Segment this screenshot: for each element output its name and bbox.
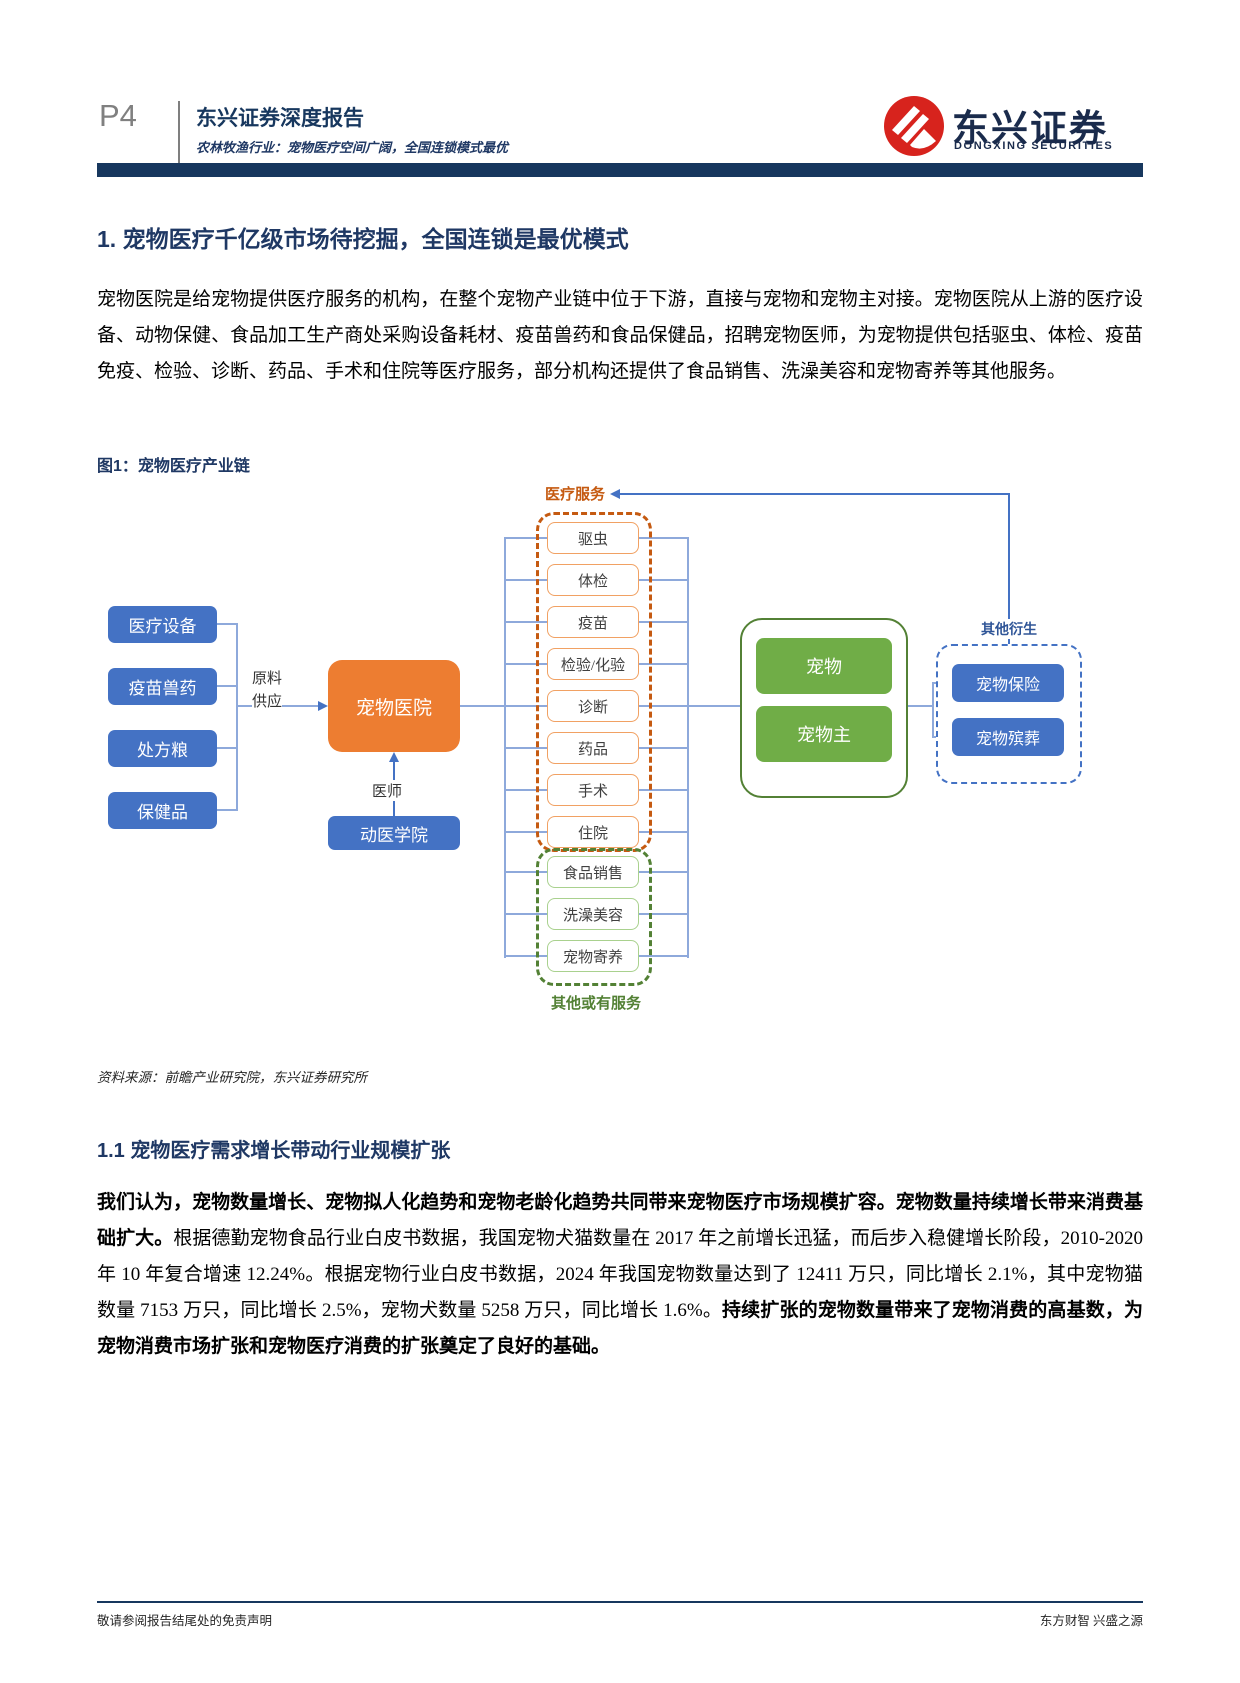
supplier-box-prescription-food: 处方粮	[108, 730, 217, 767]
dongxing-logo-icon	[884, 96, 944, 156]
header-divider	[178, 101, 180, 163]
header-rule-bar	[97, 163, 1143, 177]
connector-line	[1008, 493, 1010, 645]
derivative-box-insurance: 宠物保险	[952, 664, 1064, 702]
service-box-diagnosis: 诊断	[547, 690, 639, 722]
report-subtitle: 农林牧渔行业：宠物医疗空间广阔，全国连锁模式最优	[196, 140, 509, 155]
connector-line	[504, 663, 548, 665]
connector-line	[504, 747, 548, 749]
section-1-paragraph: 宠物医院是给宠物提供医疗服务的机构，在整个宠物产业链中位于下游，直接与宠物和宠物…	[97, 289, 1143, 382]
service-box-hospitalization: 住院	[547, 816, 639, 848]
connector-line	[639, 747, 689, 749]
arrowhead-right-icon	[318, 701, 328, 711]
supply-label-line1: 原料	[252, 671, 283, 687]
connector-line	[504, 579, 548, 581]
arrowhead-left-icon	[610, 489, 620, 499]
connector-line	[504, 831, 548, 833]
connector-line	[639, 831, 689, 833]
connector-line	[689, 705, 740, 707]
logo-text-en: DONGXING SECURITIES	[954, 140, 1114, 152]
other-services-group	[536, 848, 652, 986]
connector-line	[217, 809, 238, 811]
footer-slogan: 东方财智 兴盛之源	[1039, 1614, 1143, 1628]
veterinarian-label: 医师	[372, 780, 403, 801]
service-box-surgery: 手术	[547, 774, 639, 806]
connector-line	[639, 955, 689, 957]
connector-line	[639, 621, 689, 623]
footer-rule	[97, 1601, 1143, 1603]
vet-college-box: 动医学院	[328, 816, 460, 850]
service-box-boarding: 宠物寄养	[547, 940, 639, 972]
derivative-box-funeral: 宠物殡葬	[952, 718, 1064, 756]
logo-text-cn: 东兴证券	[952, 108, 1108, 149]
connector-line	[639, 579, 689, 581]
service-box-medicine: 药品	[547, 732, 639, 764]
connector-line	[460, 705, 506, 707]
connector-line	[504, 871, 548, 873]
page-number: P4	[99, 98, 137, 133]
connector-line	[504, 789, 548, 791]
supply-label-line2: 供应	[252, 694, 283, 710]
connector-line	[504, 537, 548, 539]
connector-line	[217, 623, 238, 625]
other-services-label: 其他或有服务	[550, 995, 641, 1012]
connector-line	[639, 663, 689, 665]
connector-line	[639, 871, 689, 873]
connector-line	[504, 913, 548, 915]
connector-line	[639, 913, 689, 915]
section-1-1-heading: 1.1 宠物医疗需求增长带动行业规模扩张	[97, 1140, 451, 1162]
medical-services-label: 医疗服务	[545, 486, 606, 503]
connector-line	[236, 623, 238, 811]
connector-line	[217, 747, 238, 749]
pet-hospital-box: 宠物医院	[328, 660, 460, 752]
connector-line	[932, 682, 934, 738]
connector-line	[639, 705, 689, 707]
service-box-checkup: 体检	[547, 564, 639, 596]
service-box-vaccine: 疫苗	[547, 606, 639, 638]
connector-line	[619, 493, 1008, 495]
pet-box: 宠物	[756, 638, 892, 694]
industry-chain-diagram: 医疗服务 医疗设备 疫苗兽药 处方粮 保健品 原料 供应 宠物医院 医师 动医学…	[97, 455, 1143, 1030]
connector-line	[639, 789, 689, 791]
service-box-deworming: 驱虫	[547, 522, 639, 554]
report-type-title: 东兴证券深度报告	[196, 107, 364, 130]
pet-owner-box: 宠物主	[756, 706, 892, 762]
supplier-box-health-products: 保健品	[108, 792, 217, 829]
service-box-testing: 检验/化验	[547, 648, 639, 680]
supplier-box-equipment: 医疗设备	[108, 606, 217, 643]
section-1-heading: 1. 宠物医疗千亿级市场待挖掘，全国连锁是最优模式	[97, 226, 629, 252]
footer-disclaimer: 敬请参阅报告结尾处的免责声明	[97, 1614, 273, 1628]
connector-line	[504, 705, 548, 707]
derivatives-label: 其他衍生	[979, 619, 1039, 639]
arrowhead-up-icon	[389, 752, 399, 762]
figure-1-title: 图1：宠物医疗产业链	[97, 458, 250, 475]
supplier-box-vaccine-drug: 疫苗兽药	[108, 668, 217, 705]
connector-line	[639, 537, 689, 539]
connector-line	[217, 685, 238, 687]
section-1-1-paragraph: 我们认为，宠物数量增长、宠物拟人化趋势和宠物老龄化趋势共同带来宠物医疗市场规模扩…	[97, 1192, 1143, 1357]
connector-line	[504, 955, 548, 957]
connector-line	[908, 705, 934, 707]
service-box-grooming: 洗澡美容	[547, 898, 639, 930]
supply-label: 原料 供应	[252, 668, 283, 714]
service-box-food-sales: 食品销售	[547, 856, 639, 888]
connector-line	[504, 621, 548, 623]
figure-source-note: 资料来源：前瞻产业研究院，东兴证券研究所	[97, 1070, 367, 1085]
